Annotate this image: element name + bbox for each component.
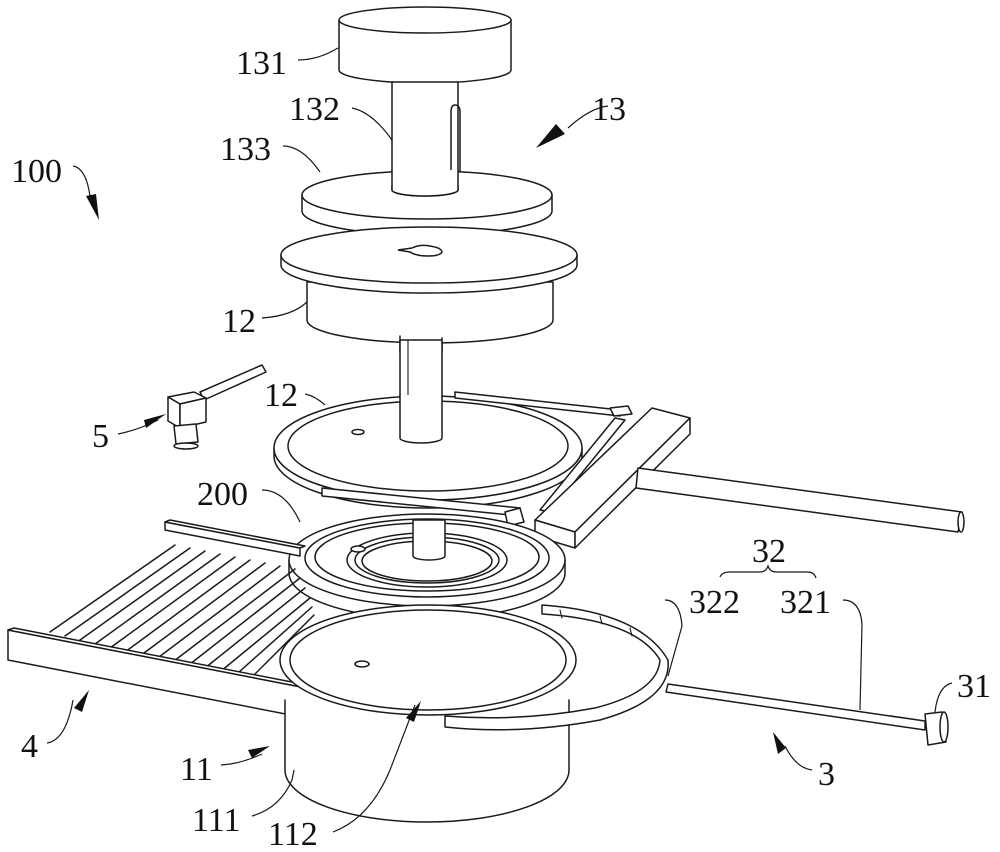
label-11: 11: [180, 751, 213, 788]
label-31: 31: [957, 668, 991, 705]
roller-conveyor-4: [7, 519, 375, 731]
arrowhead-3: [773, 732, 786, 754]
label-112: 112: [268, 816, 318, 852]
label-132: 132: [289, 91, 340, 128]
workpiece-200: [288, 513, 566, 620]
pusher-rod-321: [665, 683, 926, 731]
rollers: [49, 544, 315, 685]
lower-carrier-12: [273, 394, 583, 509]
leader-lines: [46, 47, 953, 833]
motor-131: [338, 6, 512, 84]
label-12-upper: 12: [222, 303, 256, 340]
press-disc-133: [301, 169, 553, 236]
sensor-5: [167, 364, 267, 450]
label-321: 321: [780, 584, 831, 621]
label-13: 13: [592, 91, 626, 128]
arrowhead-11: [248, 746, 270, 758]
pusher-ring-322: [444, 604, 669, 731]
label-5: 5: [92, 418, 109, 455]
label-4: 4: [21, 728, 38, 765]
label-322: 322: [689, 584, 740, 621]
label-200: 200: [197, 476, 248, 513]
arrowhead-13: [536, 124, 565, 148]
pusher-head-31: [924, 711, 949, 746]
label-3: 3: [818, 756, 835, 793]
arrowhead-100: [86, 194, 99, 220]
label-133: 133: [220, 131, 271, 168]
carrier-frame: [321, 391, 965, 549]
arrowhead-112: [406, 701, 421, 722]
label-131: 131: [236, 45, 287, 82]
label-111: 111: [192, 802, 240, 839]
arrowhead-5: [144, 414, 166, 428]
label-32: 32: [752, 533, 786, 570]
arrowheads: [74, 124, 786, 758]
reference-labels: 131 132 133 13 100 12 12 5 200 32 322 32…: [11, 45, 991, 852]
label-12-lower: 12: [264, 377, 298, 414]
label-100: 100: [11, 153, 62, 190]
upper-carrier-12: [280, 226, 578, 353]
base-11: [279, 604, 577, 823]
arrowhead-4: [74, 690, 89, 712]
